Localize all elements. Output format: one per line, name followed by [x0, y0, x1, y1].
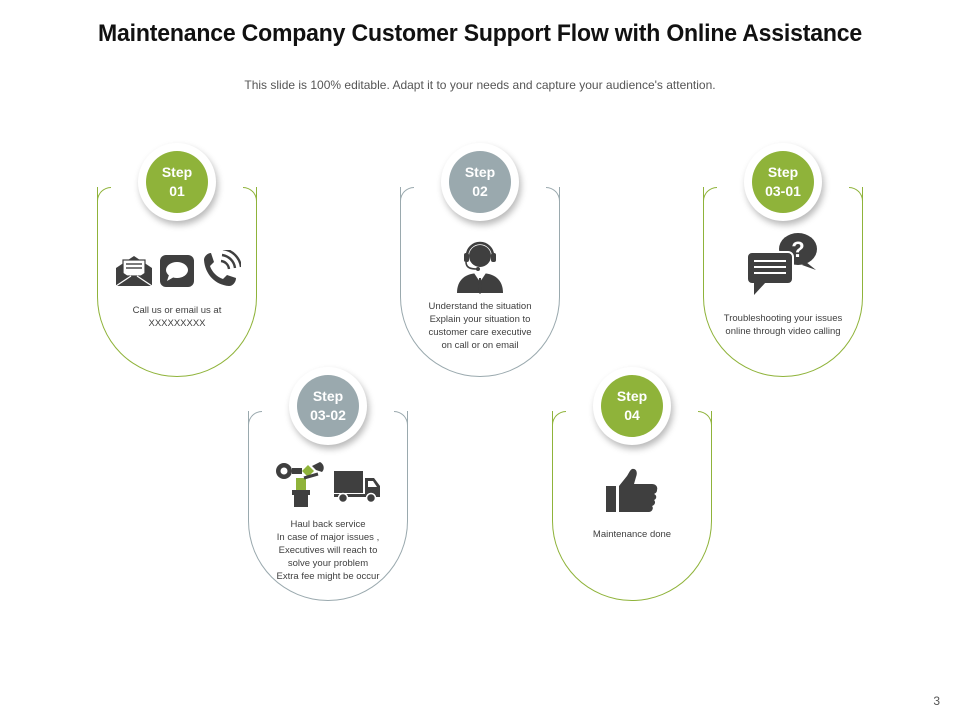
- step-03-01-badge-ring: Step 03-01: [744, 143, 822, 221]
- step-01-badge: Step 01: [146, 151, 208, 213]
- step-02-badge: Step 02: [449, 151, 511, 213]
- step-02-desc-line: Understand the situation: [428, 301, 532, 312]
- step-02-description: Understand the situation Explain your si…: [405, 300, 555, 352]
- step-02-badge-label: Step: [464, 164, 496, 180]
- step-02-desc-line: customer care executive: [428, 327, 532, 338]
- repair-tools-icon: [276, 462, 324, 507]
- step-02-badge-ring: Step 02: [441, 143, 519, 221]
- step-03-01-desc-line: Troubleshooting your issues: [723, 313, 843, 324]
- step-04-badge: Step 04: [601, 375, 663, 437]
- customer-support-agent-icon: [457, 241, 503, 294]
- step-01-description: Call us or email us at XXXXXXXXX: [102, 304, 252, 330]
- step-03-02-frame: [248, 411, 408, 601]
- step-01-badge-ring: Step 01: [138, 143, 216, 221]
- step-04-frame: [552, 411, 712, 601]
- step-03-01-badge-label: Step: [767, 164, 799, 180]
- step-03-01-badge-number: 03-01: [765, 183, 801, 199]
- page-number: 3: [933, 694, 940, 708]
- step-02-desc-line: Explain your situation to: [429, 314, 531, 325]
- truck-icon: [334, 471, 380, 504]
- step-02-desc-line: on call or on email: [441, 340, 519, 351]
- svg-text:?: ?: [791, 237, 804, 262]
- step-02-frame: [400, 187, 560, 377]
- step-03-02-desc-line: Haul back service: [290, 519, 366, 530]
- slide-title: Maintenance Company Customer Support Flo…: [98, 20, 862, 47]
- thumbs-up-icon: [606, 468, 658, 512]
- step-01-badge-label: Step: [161, 164, 193, 180]
- step-03-02-desc-line: Extra fee might be occur: [276, 571, 380, 582]
- step-03-01-badge: Step 03-01: [752, 151, 814, 213]
- step-04-badge-label: Step: [616, 388, 648, 404]
- question-chat-icon: ?: [746, 233, 817, 295]
- step-02-badge-number: 02: [472, 183, 488, 199]
- slide-subtitle: This slide is 100% editable. Adapt it to…: [244, 78, 716, 92]
- step-04-desc-line: Maintenance done: [592, 529, 672, 540]
- chat-bubble-icon: [160, 255, 194, 287]
- step-04-description: Maintenance done: [557, 528, 707, 541]
- step-03-02-badge: Step 03-02: [297, 375, 359, 437]
- step-03-02-badge-number: 03-02: [310, 407, 346, 423]
- step-03-01-desc-line: online through video calling: [725, 326, 841, 337]
- step-03-02-description: Haul back service In case of major issue…: [253, 518, 403, 583]
- step-01-frame: [97, 187, 257, 377]
- step-01-desc-line: XXXXXXXXX: [148, 318, 206, 329]
- step-01-desc-line: Call us or email us at: [132, 305, 222, 316]
- step-04-badge-number: 04: [624, 407, 640, 423]
- step-03-01-description: Troubleshooting your issues online throu…: [708, 312, 858, 338]
- step-03-02-desc-line: solve your problem: [287, 558, 369, 569]
- phone-icon: [204, 250, 241, 286]
- step-03-02-desc-line: Executives will reach to: [278, 545, 378, 556]
- step-03-02-badge-label: Step: [312, 388, 344, 404]
- step-04-badge-ring: Step 04: [593, 367, 671, 445]
- step-03-01-frame: [703, 187, 863, 377]
- step-03-02-badge-ring: Step 03-02: [289, 367, 367, 445]
- step-01-badge-number: 01: [169, 183, 185, 199]
- step-03-02-desc-line: In case of major issues ,: [276, 532, 380, 543]
- envelope-icon: [115, 256, 153, 287]
